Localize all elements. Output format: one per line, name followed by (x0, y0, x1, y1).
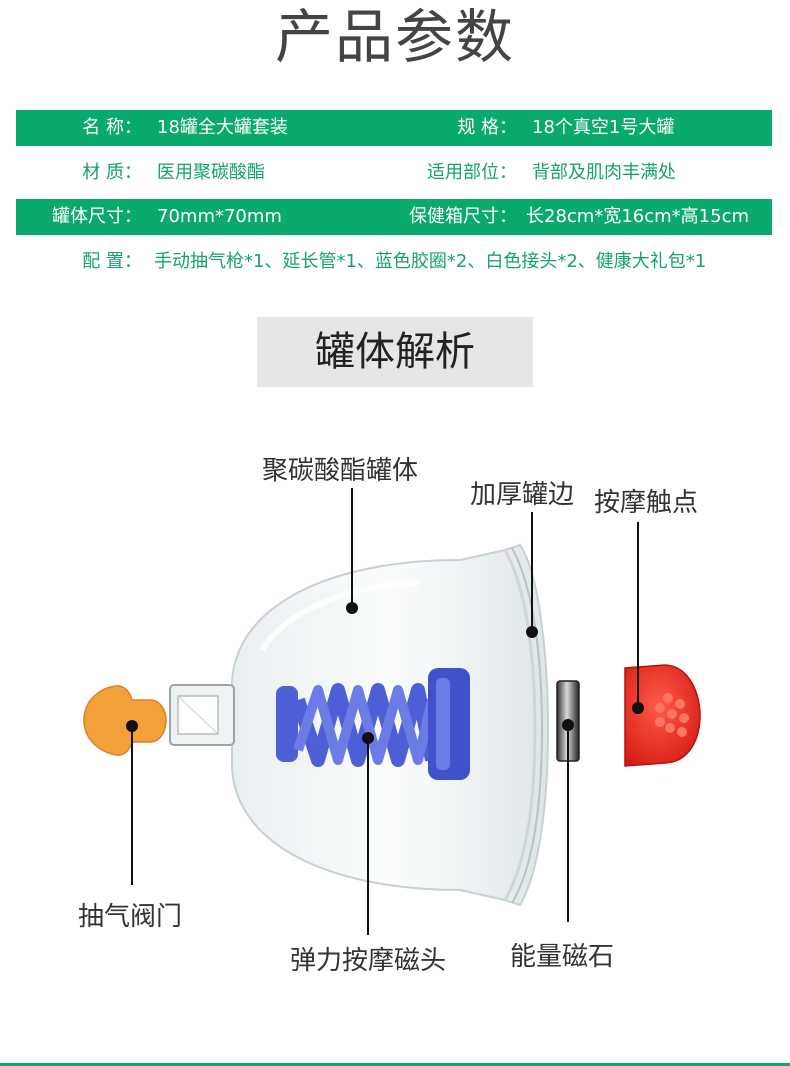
param-value-spec: 18个真空1号大罐 (532, 117, 675, 138)
param-label-spec: 规 格： (457, 117, 517, 138)
page-title: 产品参数 (274, 3, 515, 71)
param-label-area: 适用部位： (427, 162, 517, 183)
cup-illustration (83, 488, 701, 935)
section-title: 罐体解析 (257, 317, 533, 387)
param-value-box-size: 长28cm*宽16cm*高15cm (526, 206, 750, 227)
massage-tip-icon (624, 664, 701, 767)
valve-icon (83, 685, 167, 756)
param-value-material: 医用聚碳酸酯 (157, 162, 265, 183)
param-label-config: 配 置： (82, 251, 142, 272)
nozzle (169, 684, 235, 746)
callout-spring-head: 弹力按摩磁头 (290, 946, 447, 976)
param-value-cup-size: 70mm*70mm (157, 206, 282, 227)
callout-thick-rim: 加厚罐边 (470, 480, 575, 510)
param-label-name: 名 称： (82, 117, 142, 138)
param-value-area: 背部及肌肉丰满处 (532, 162, 676, 183)
param-row-size: 罐体尺寸： 70mm*70mm 保健箱尺寸： 长28cm*宽16cm*高15cm (16, 199, 772, 235)
cup-diagram: 聚碳酸酯罐体 加厚罐边 按摩触点 抽气阀门 弹力按摩磁头 能量磁石 (0, 400, 790, 1000)
param-label-box-size: 保健箱尺寸： (409, 206, 517, 227)
callout-massage-tip: 按摩触点 (594, 488, 699, 518)
param-value-config: 手动抽气枪*1、延长管*1、蓝色胶圈*2、白色接头*2、健康大礼包*1 (154, 251, 707, 272)
param-row-config: 配 置： 手动抽气枪*1、延长管*1、蓝色胶圈*2、白色接头*2、健康大礼包*1 (16, 244, 772, 280)
param-label-material: 材 质： (82, 162, 142, 183)
param-label-cup-size: 罐体尺寸： (52, 206, 142, 227)
leader-lines (126, 488, 644, 935)
callout-magnet: 能量磁石 (510, 942, 615, 972)
param-row-name-spec: 名 称： 18罐全大罐套装 规 格： 18个真空1号大罐 (16, 110, 772, 146)
bottom-divider (0, 1063, 790, 1066)
param-value-name: 18罐全大罐套装 (157, 117, 288, 138)
callout-cup-body: 聚碳酸酯罐体 (262, 456, 419, 486)
spring-icon (276, 668, 470, 780)
callout-valve: 抽气阀门 (78, 902, 183, 932)
param-row-material-area: 材 质： 医用聚碳酸酯 适用部位： 背部及肌肉丰满处 (16, 155, 772, 191)
